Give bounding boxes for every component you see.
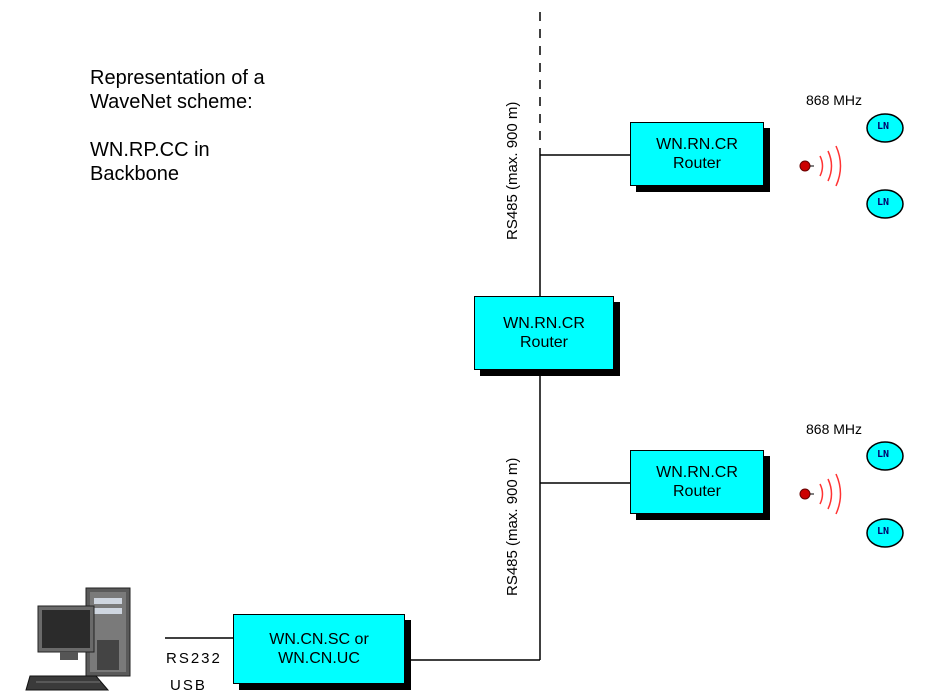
router-top-line-1: WN.RN.CR <box>656 135 738 154</box>
radio-emitter-top <box>800 146 841 186</box>
bus-label-bottom: RS485 (max. 900 m) <box>504 458 521 596</box>
router-bottom-line-1: WN.RN.CR <box>656 463 738 482</box>
router-middle-line-1: WN.RN.CR <box>503 314 585 333</box>
radio-emitter-bottom <box>800 474 841 514</box>
router-bottom-line-2: Router <box>673 482 721 501</box>
coordinator-line-1: WN.CN.SC or <box>269 630 369 649</box>
end-node-label-1: LN <box>877 121 889 132</box>
coordinator-line-2: WN.CN.UC <box>278 649 360 668</box>
pc-link-label-usb: USB <box>170 677 207 694</box>
end-node-label-2: LN <box>877 197 889 208</box>
router-bottom: WN.RN.CR Router <box>630 450 764 514</box>
end-node-label-3: LN <box>877 449 889 460</box>
bus-label-top: RS485 (max. 900 m) <box>504 102 521 240</box>
pc-link-label-rs232: RS232 <box>166 650 222 667</box>
coordinator-node: WN.CN.SC or WN.CN.UC <box>233 614 405 684</box>
router-middle: WN.RN.CR Router <box>474 296 614 370</box>
end-node-label-4: LN <box>877 526 889 537</box>
router-top: WN.RN.CR Router <box>630 122 764 186</box>
frequency-label-top: 868 MHz <box>806 92 862 108</box>
frequency-label-bottom: 868 MHz <box>806 421 862 437</box>
router-top-line-2: Router <box>673 154 721 173</box>
router-middle-line-2: Router <box>520 333 568 352</box>
computer-icon <box>26 588 130 690</box>
